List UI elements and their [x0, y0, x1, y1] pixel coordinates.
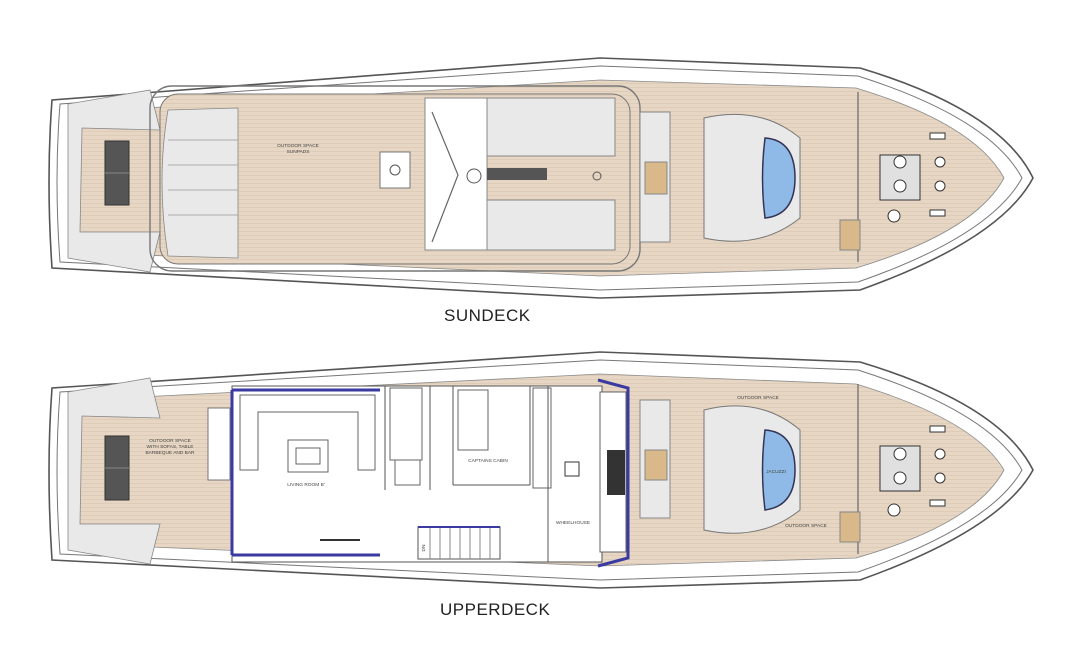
upperdeck-label-stairs-dn: DN	[421, 544, 427, 551]
upperdeck-stairs	[417, 526, 501, 560]
upperdeck-label-jacuzzi: JACUZZI	[766, 469, 786, 475]
upperdeck-label-outdoor-bottom: OUTDOOR SPACE	[785, 523, 827, 529]
sundeck-title: SUNDECK	[444, 306, 531, 325]
upperdeck-title: UPPERDECK	[440, 600, 551, 619]
sundeck-label-sunpads: SUNPADS	[287, 149, 310, 155]
upperdeck-label-wheelhouse: WHEELHOUSE	[556, 520, 590, 526]
upperdeck-label-aft-3: BARBEQUE AND BAR	[145, 450, 195, 456]
upperdeck-label-outdoor-top: OUTDOOR SPACE	[737, 395, 779, 401]
sundeck-jacuzzi	[761, 137, 796, 219]
upperdeck-label-captains-cabin: CAPTAINS CABIN	[468, 458, 508, 464]
upperdeck-label-aft-2: WITH SOFAS, TABLE	[146, 444, 193, 450]
sundeck-windlass	[879, 132, 946, 223]
sundeck-plan: OUTDOOR SPACE SUNPADS	[48, 57, 1034, 299]
upperdeck-jacuzzi	[761, 429, 796, 511]
upperdeck-plan: OUTDOOR SPACE WITH SOFAS, TABLE BARBEQUE…	[48, 351, 1034, 589]
upperdeck-label-living-room: LIVING ROOM B'	[287, 482, 325, 488]
sundeck-label-outdoor: OUTDOOR SPACE	[277, 143, 319, 149]
upperdeck-label-aft-1: OUTDOOR SPACE	[149, 438, 191, 444]
